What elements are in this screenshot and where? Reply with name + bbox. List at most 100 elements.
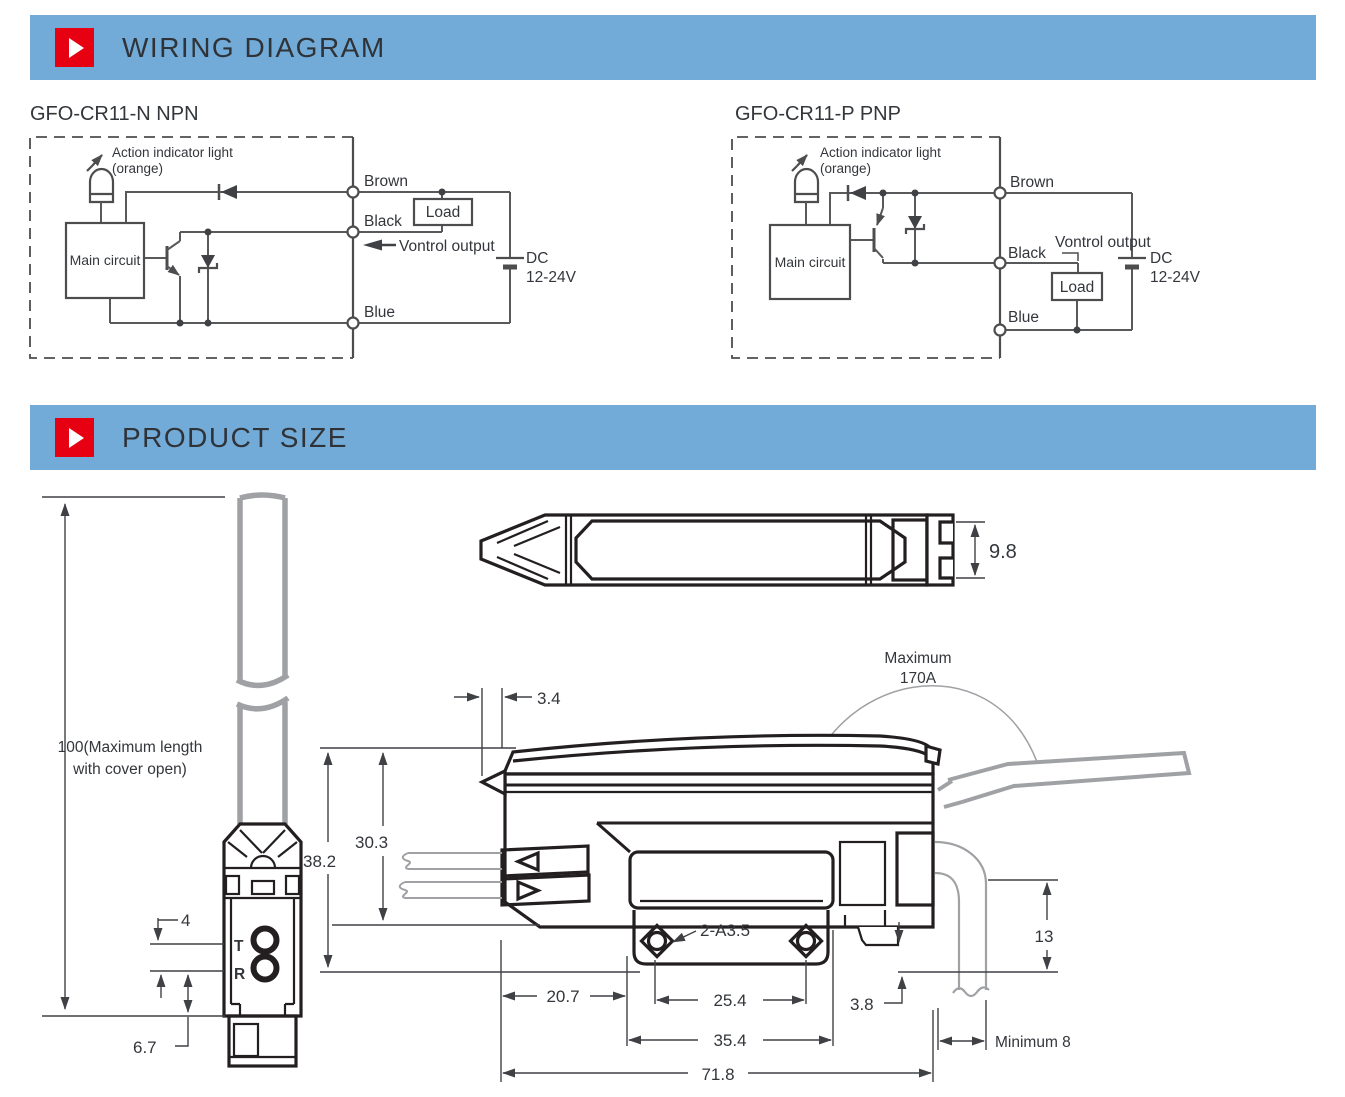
front-view-dimensions: 100(Maximum length with cover open) 4 6.… (42, 496, 225, 1057)
dim-13-label: 13 (1035, 927, 1054, 946)
side-recess-window (628, 850, 835, 910)
pnp-output-label: Vontrol output (1055, 234, 1151, 251)
pnp-terminal-black (993, 256, 1007, 270)
npn-wire-label-brown: Brown (364, 173, 408, 190)
cover-hinge-knob (924, 743, 942, 766)
wiring-diagram-pnp: GFO-CR11-P PNP Action indicator light (o… (731, 103, 1201, 359)
npn-transistor-icon (165, 240, 181, 276)
npn-load-label: Load (426, 204, 460, 221)
pnp-title: GFO-CR11-P PNP (735, 103, 901, 125)
pnp-wire-label-brown: Brown (1010, 174, 1054, 191)
dim-30-3-label: 30.3 (355, 833, 388, 852)
pnp-terminal-blue (993, 323, 1007, 337)
wiring-section-header: WIRING DIAGRAM (30, 15, 1316, 80)
pnp-transistor-icon (872, 207, 885, 259)
dim-9-8-label: 9.8 (989, 541, 1017, 563)
product-size-drawings: T R 100(Maximum length with cover open) … (42, 492, 1192, 1084)
npn-battery-icon (496, 256, 524, 270)
npn-title: GFO-CR11-N NPN (30, 103, 199, 125)
play-icon (69, 37, 84, 58)
npn-indicator-label-2: (orange) (112, 161, 163, 176)
npn-terminal-black (346, 225, 360, 239)
fiber-port-t-icon (250, 925, 280, 955)
pnp-main-circuit-label: Main circuit (775, 254, 846, 270)
play-icon (69, 427, 84, 448)
npn-diode-icon (217, 184, 237, 200)
pnp-terminal-brown (993, 186, 1007, 200)
npn-wire-label-blue: Blue (364, 304, 395, 321)
mounting-hole-right (788, 923, 824, 959)
npn-load-box (412, 197, 474, 227)
npn-dc-label-2: 12-24V (526, 269, 577, 286)
dim-20-7-label: 20.7 (546, 987, 579, 1006)
min-bend-label: Minimum 8 (995, 1034, 1071, 1051)
side-cable-boot (856, 926, 900, 947)
pnp-dc-label-1: DC (1150, 250, 1172, 267)
pnp-diode-icon (846, 185, 866, 201)
holes-callout-label: 2-A3.5 (700, 921, 750, 940)
side-view-dimensions: 3.4 38.2 30.3 2-A3.5 20.7 25.4 35.4 71.8… (303, 688, 1071, 1084)
dim-35-4-label: 35.4 (713, 1031, 746, 1050)
pnp-battery-icon (1118, 256, 1146, 270)
pnp-load-label: Load (1060, 279, 1094, 296)
dim-38-2-label: 38.2 (303, 852, 336, 871)
pnp-indicator-label-1: Action indicator light (820, 145, 941, 160)
mounting-hole-left (639, 923, 675, 959)
wiring-diagrams: GFO-CR11-N NPN Action indicator light (o… (29, 103, 1201, 359)
open-cover (936, 750, 1192, 809)
side-latch-tab (478, 768, 507, 797)
sensor-body (222, 822, 303, 1018)
dim-3-4-label: 3.4 (537, 689, 561, 708)
side-connector-block (895, 831, 935, 907)
npn-main-circuit-label: Main circuit (70, 252, 141, 268)
dim-100-label-1: 100(Maximum length (58, 739, 203, 756)
sensor-head-detail (224, 829, 301, 1016)
pnp-zener-diode-icon (904, 216, 926, 234)
dim-6-7-label: 6.7 (133, 1038, 157, 1057)
dim-71-8-label: 71.8 (701, 1065, 734, 1084)
npn-zener-diode-icon (197, 255, 219, 273)
dim-4-label: 4 (181, 911, 190, 930)
output-cable (934, 840, 990, 998)
triangle-left-icon (513, 850, 540, 873)
npn-terminal-blue (346, 316, 360, 330)
dim-100-label-2: with cover open) (72, 761, 187, 778)
pnp-wire-label-black: Black (1008, 245, 1046, 262)
fiber-port-t-label: T (234, 938, 244, 955)
dim-3-8-label: 3.8 (850, 995, 874, 1014)
pnp-indicator-lamp-icon (791, 154, 820, 204)
pnp-wire-label-blue: Blue (1008, 309, 1039, 326)
npn-dc-label-1: DC (526, 250, 548, 267)
pnp-dc-label-2: 12-24V (1150, 269, 1201, 286)
bottom-connector (227, 1014, 298, 1068)
fiber-slot-bottom (500, 873, 591, 907)
top-view-body (479, 513, 929, 587)
max-angle-label-2: 170A (900, 670, 937, 687)
top-view-dimensions: 9.8 (956, 521, 1017, 579)
fiber-port-r-icon (250, 953, 280, 983)
wiring-section-title: WIRING DIAGRAM (122, 31, 386, 63)
fiber-port-r-label: R (234, 966, 245, 983)
pnp-indicator-label-2: (orange) (820, 161, 871, 176)
npn-main-circuit-box (64, 221, 146, 300)
product-size-section-title: PRODUCT SIZE (122, 421, 348, 453)
fiber-tube (235, 492, 290, 824)
pnp-load-box (1050, 271, 1104, 302)
product-size-section-header: PRODUCT SIZE (30, 405, 1316, 470)
pnp-main-circuit-box (768, 223, 852, 301)
npn-wire-label-black: Black (364, 213, 402, 230)
side-view: Maximum 170A (398, 650, 1192, 998)
fiber-cables (398, 852, 502, 899)
npn-indicator-lamp-icon (86, 154, 115, 204)
side-right-inner-block (838, 840, 887, 907)
front-view: T R (222, 492, 303, 1068)
top-view (479, 513, 955, 587)
npn-output-label: Vontrol output (399, 238, 495, 255)
npn-indicator-label-1: Action indicator light (112, 145, 233, 160)
section-marker-icon (55, 418, 94, 457)
triangle-right-icon (516, 879, 543, 902)
wiring-diagram-npn: GFO-CR11-N NPN Action indicator light (o… (29, 103, 577, 359)
section-marker-icon (55, 28, 94, 67)
top-view-detail (496, 515, 873, 585)
fiber-slot-top (500, 844, 590, 878)
